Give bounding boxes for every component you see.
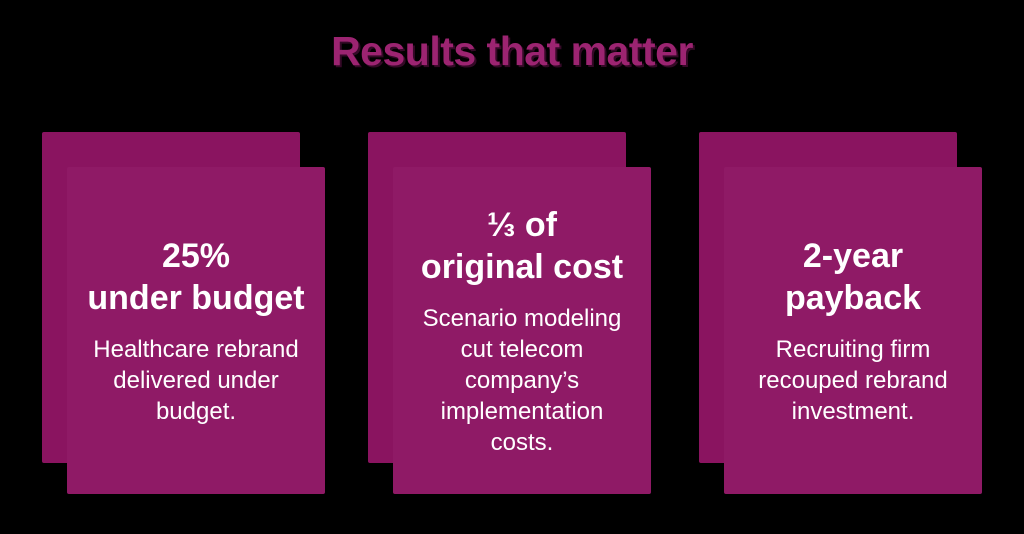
stat-card: ⅓ of original cost Scenario modeling cut…: [393, 167, 651, 494]
stat-card-group-original-cost: ⅓ of original cost Scenario modeling cut…: [368, 132, 651, 494]
stat-card-heading: 2-year payback: [784, 236, 922, 317]
stat-card: 2-year payback Recruiting firm recouped …: [724, 167, 982, 494]
stat-card-group-payback: 2-year payback Recruiting firm recouped …: [699, 132, 982, 494]
stat-card-body: Scenario modeling cut telecom company’s …: [422, 304, 622, 456]
stat-card-heading: ⅓ of original cost: [420, 205, 624, 286]
stat-card-body: Recruiting firm recouped rebrand investm…: [758, 335, 948, 425]
stat-card-group-under-budget: 25% under budget Healthcare rebrand deli…: [42, 132, 325, 494]
page-title: Results that matter: [331, 28, 693, 74]
stat-card: 25% under budget Healthcare rebrand deli…: [67, 167, 325, 494]
stat-card-heading: 25% under budget: [87, 236, 305, 317]
stat-card-body: Healthcare rebrand delivered under budge…: [93, 335, 299, 425]
